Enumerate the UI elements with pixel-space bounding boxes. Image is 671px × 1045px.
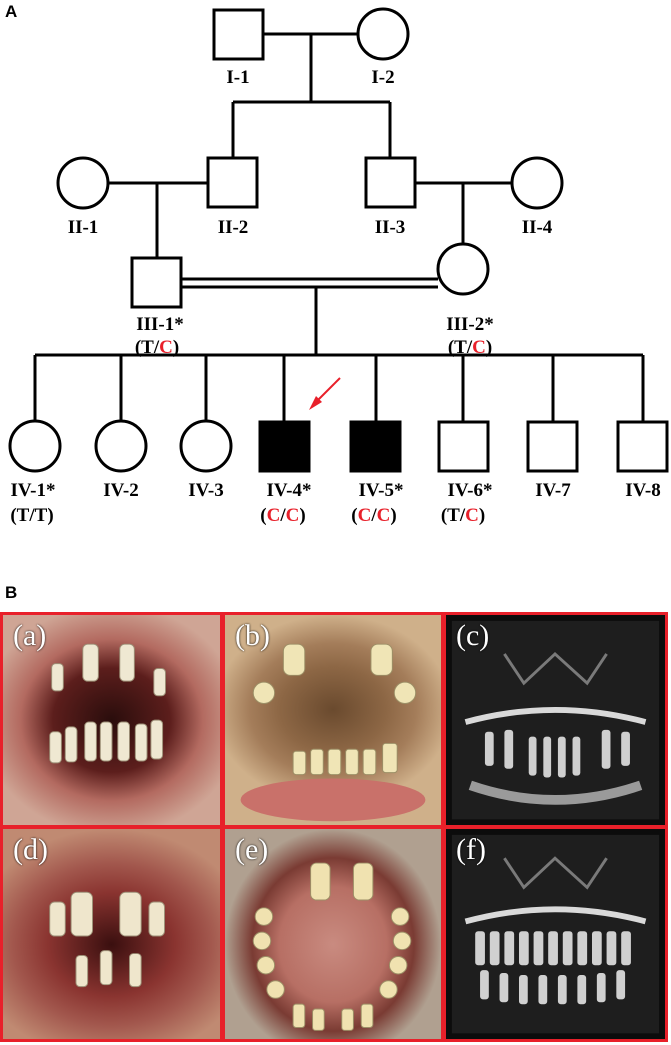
- genotype-III-2: (T/C): [448, 337, 492, 358]
- individual-IV-1: [8, 419, 62, 473]
- label-IV-7: IV-7: [535, 480, 571, 501]
- teeth-illustration-e: [252, 862, 412, 1031]
- panoramic-xray-c: [451, 620, 660, 820]
- pedigree-chart: I-1 I-2 II-1 II-2 II-3 II-4 III-1* III-2…: [8, 7, 669, 526]
- label-IV-4: IV-4*: [266, 480, 311, 501]
- label-III-2: III-2*: [446, 314, 494, 335]
- genotype-III-1: (T/C): [135, 337, 179, 358]
- individual-II-4: [510, 156, 564, 210]
- individual-II-1: [56, 156, 110, 210]
- label-III-1: III-1*: [136, 314, 184, 335]
- teeth-illustration-b: [240, 643, 426, 822]
- individual-IV-7: [526, 420, 579, 473]
- label-I-1: I-1: [226, 67, 249, 88]
- photo-d-label: (d): [13, 833, 48, 866]
- label-IV-8: IV-8: [625, 480, 661, 501]
- individual-III-2: [436, 242, 490, 296]
- label-IV-3: IV-3: [188, 480, 224, 501]
- panoramic-xray-f: [451, 834, 660, 1034]
- photo-d: (d): [0, 826, 223, 1042]
- teeth-illustration-d: [49, 891, 166, 988]
- label-IV-1: IV-1*: [10, 480, 55, 501]
- photo-b-label: (b): [235, 619, 270, 652]
- individual-III-1: [130, 256, 183, 309]
- photo-a-label: (a): [13, 619, 47, 652]
- photo-b: (b): [222, 612, 444, 828]
- label-II-3: II-3: [375, 217, 406, 238]
- clinical-photo-grid: (a) (b) (c): [0, 612, 668, 1042]
- individual-IV-8: [616, 420, 669, 473]
- photo-c-label: (c): [456, 619, 490, 652]
- label-II-2: II-2: [218, 217, 249, 238]
- genotype-IV-4: (C/C): [260, 505, 305, 526]
- photo-e-label: (e): [235, 833, 269, 866]
- individual-II-2: [206, 156, 259, 209]
- individual-IV-5-affected: [349, 420, 402, 473]
- individual-IV-2: [94, 419, 148, 473]
- label-II-1: II-1: [68, 217, 99, 238]
- panel-b-label: B: [5, 583, 18, 602]
- photo-f-label: (f): [456, 833, 486, 866]
- photo-f-xray: (f): [443, 826, 668, 1042]
- individual-IV-4-affected: [258, 420, 311, 473]
- label-IV-5: IV-5*: [358, 480, 403, 501]
- proband-arrow: [309, 377, 341, 410]
- label-IV-2: IV-2: [103, 480, 139, 501]
- label-IV-6: IV-6*: [447, 480, 492, 501]
- genotype-IV-1: (T/T): [10, 505, 53, 526]
- individual-IV-6: [437, 420, 490, 473]
- label-I-2: I-2: [371, 67, 394, 88]
- teeth-illustration-a: [49, 643, 166, 764]
- panel-a-label: A: [5, 2, 18, 21]
- individual-I-1: [212, 8, 265, 61]
- pedigree-lines: [33, 32, 645, 422]
- individual-IV-3: [179, 419, 233, 473]
- photo-a: (a): [0, 612, 223, 828]
- individual-II-3: [364, 156, 417, 209]
- individual-I-2: [356, 7, 410, 61]
- genotype-IV-5: (C/C): [351, 505, 396, 526]
- photo-c-xray: (c): [443, 612, 668, 828]
- genotype-IV-6: (T/C): [441, 505, 485, 526]
- photo-e: (e): [222, 826, 444, 1042]
- label-II-4: II-4: [522, 217, 553, 238]
